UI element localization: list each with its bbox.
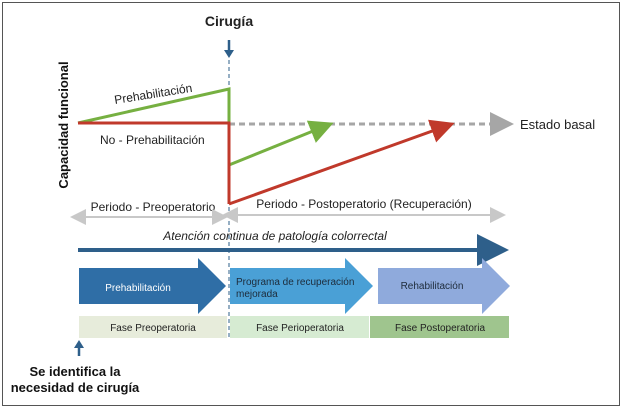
phase-post-box <box>370 316 509 338</box>
arrow-recovery-label-2: mejorada <box>236 289 278 300</box>
arrow-prehab: Prehabilitación <box>79 258 226 314</box>
phase-pre-box <box>79 316 227 338</box>
period-post-label: Periodo - Postoperatorio (Recuperación) <box>256 197 471 211</box>
y-axis-label: Capacidad funcional <box>56 61 71 188</box>
diagram-frame <box>2 2 620 406</box>
arrow-prehab-label: Prehabilitación <box>105 283 171 294</box>
arrow-recovery-label-1: Programa de recuperación <box>236 277 354 288</box>
need-label-1: Se identifica la <box>29 364 121 379</box>
period-pre-label: Periodo - Preoperatorio <box>91 200 216 214</box>
arrow-recovery: Programa de recuperación mejorada <box>230 258 373 314</box>
need-label-2: necesidad de cirugía <box>11 380 140 395</box>
noprehab-line <box>78 121 231 204</box>
arrow-rehab: Rehabilitación <box>378 258 510 314</box>
phase-peri-box <box>230 316 369 338</box>
noprehab-recovery-arrow <box>228 119 455 206</box>
baseline-label: Estado basal <box>520 117 595 132</box>
prehab-label: Prehabilitación <box>113 81 193 107</box>
surgery-arrow-icon <box>224 40 234 58</box>
continuous-care-label: Atención continua de patología colorrect… <box>162 229 387 243</box>
noprehab-label: No - Prehabilitación <box>100 133 205 147</box>
phase-post-label: Fase Postoperatoria <box>395 323 485 334</box>
phase-peri-label: Fase Perioperatoria <box>256 323 344 334</box>
arrow-rehab-label: Rehabilitación <box>401 281 464 292</box>
surgery-label: Cirugía <box>205 13 253 29</box>
need-arrow-icon <box>74 340 84 356</box>
prehab-recovery-arrow <box>228 120 334 167</box>
phase-pre-label: Fase Preoperatoria <box>110 323 196 334</box>
